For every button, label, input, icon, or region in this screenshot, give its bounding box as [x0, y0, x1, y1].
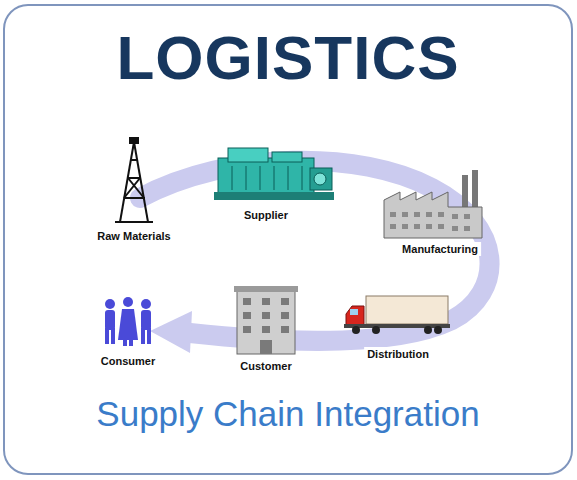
oil-derrick-icon — [115, 138, 153, 222]
stage-label: Consumer — [98, 354, 158, 368]
stage-label: Supplier — [241, 208, 291, 222]
cycle-arrow — [140, 161, 490, 341]
diagram-title: LOGISTICS — [116, 22, 459, 93]
supplier-machine-icon — [214, 148, 334, 200]
stage-label: Distribution — [364, 347, 432, 361]
arrow-head — [150, 311, 192, 353]
diagram-caption: Supply Chain Integration — [96, 394, 479, 434]
stage-label: Raw Materials — [94, 229, 173, 243]
stage-label: Manufacturing — [399, 242, 481, 256]
panel-border — [4, 5, 572, 474]
stage-label: Customer — [237, 359, 294, 373]
consumer-figures-icon — [105, 297, 151, 346]
factory-icon — [384, 170, 482, 238]
customer-building-icon — [234, 286, 298, 354]
truck-icon — [344, 296, 450, 334]
